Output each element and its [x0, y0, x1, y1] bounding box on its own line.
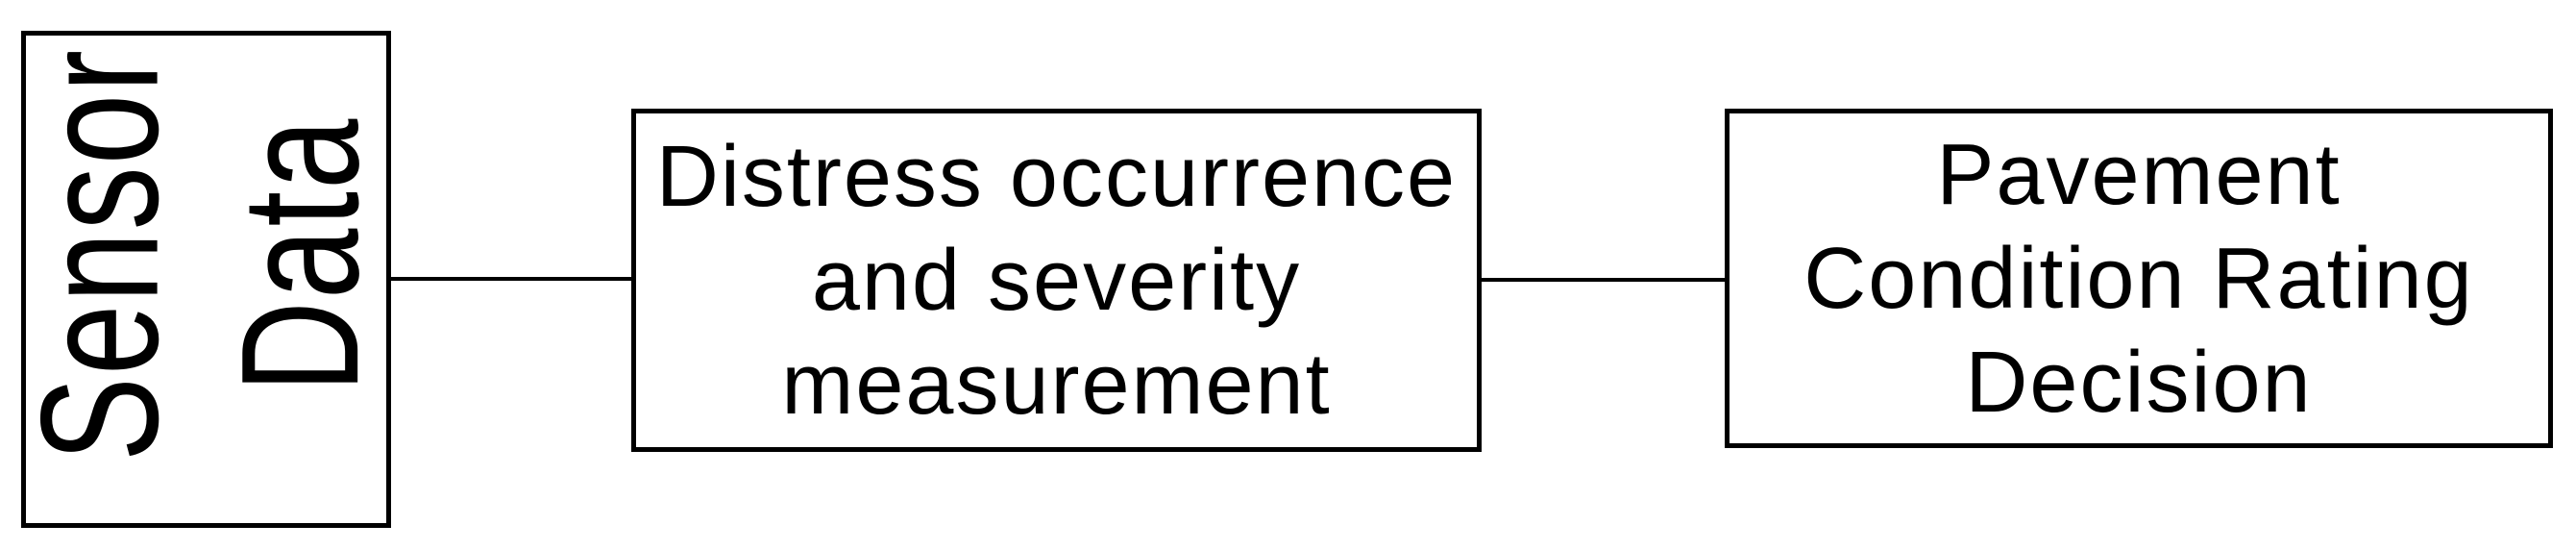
node-sensor-data: Sensor Data — [6, 31, 393, 528]
connector-sensor-to-distress — [389, 277, 633, 281]
node-sensor-data-label: Sensor Data — [0, 6, 402, 503]
label-line: Pavement — [1936, 126, 2342, 223]
node-pavement-condition-rating: Pavement Condition Rating Decision — [1725, 109, 2553, 448]
label-line: measurement — [781, 336, 1332, 433]
label-line: and severity — [811, 232, 1302, 329]
label-line: Condition Rating — [1803, 230, 2474, 327]
node-distress-measurement: Distress occurrence and severity measure… — [631, 109, 1482, 452]
node-pavement-condition-rating-label: Pavement Condition Rating Decision — [1803, 123, 2473, 435]
label-line: Distress occurrence — [655, 128, 1458, 225]
label-line: Data — [207, 116, 394, 392]
label-line: Decision — [1965, 334, 2313, 431]
label-line: Sensor — [6, 47, 193, 462]
connector-distress-to-rating — [1480, 278, 1727, 282]
node-distress-measurement-label: Distress occurrence and severity measure… — [656, 125, 1457, 437]
